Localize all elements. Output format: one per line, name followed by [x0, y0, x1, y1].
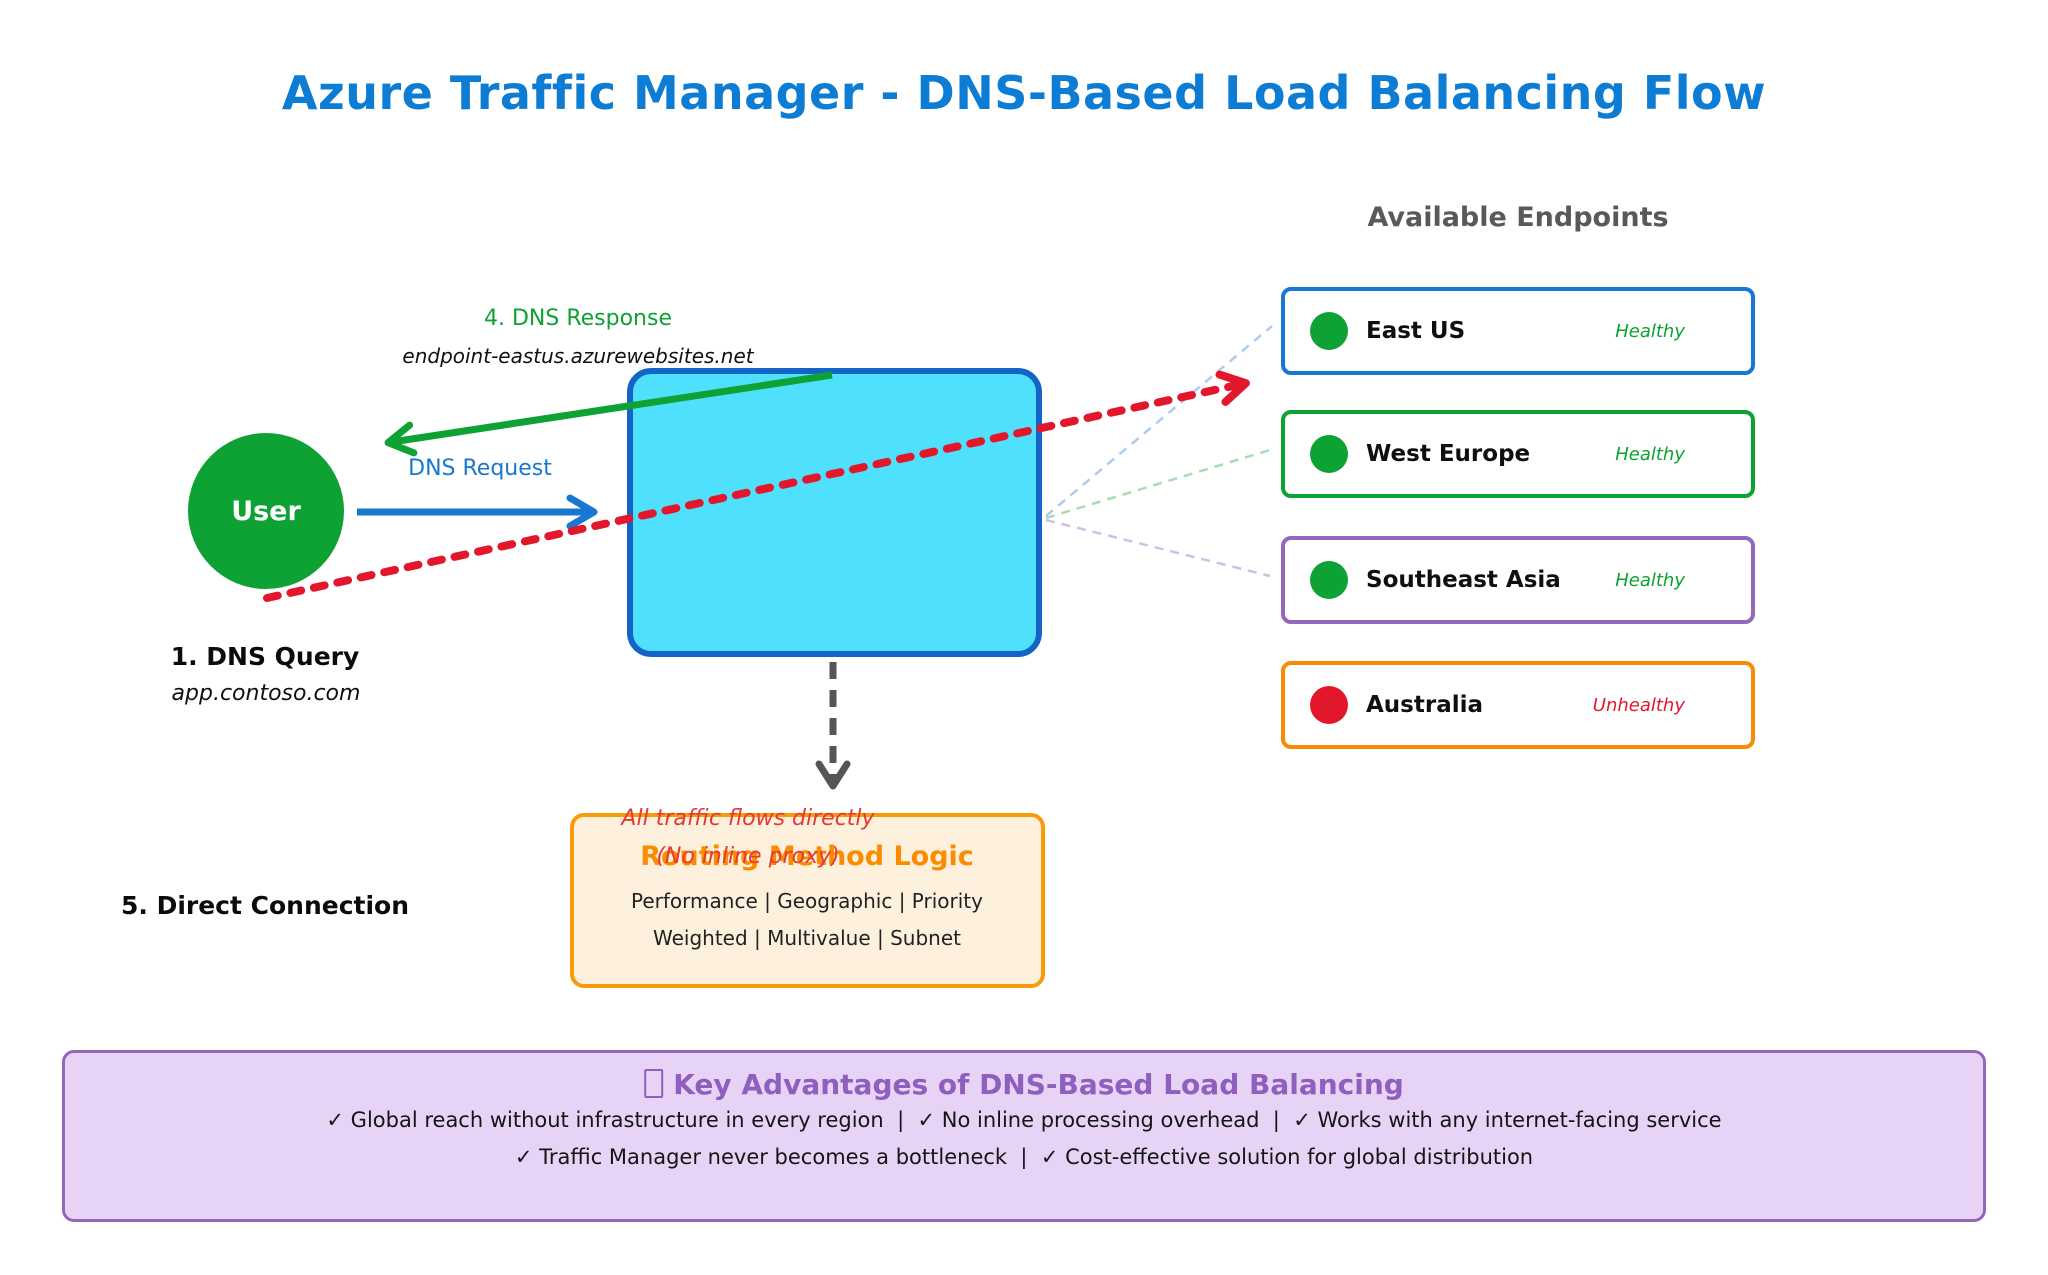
endpoint-status: Unhealthy [1592, 694, 1685, 716]
direct-traffic-note-line2: (No inline proxy) [656, 844, 840, 869]
advantages-title: Key Advantages of DNS-Based Load Balanci… [644, 1068, 1404, 1101]
routing-methods-line1: Performance | Geographic | Priority [631, 889, 983, 913]
dns-query-domain-label: app.contoso.com [171, 681, 361, 706]
endpoint-name: Australia [1366, 692, 1484, 718]
user-node: User [188, 433, 344, 589]
advantages-line1: ✓ Global reach without infrastructure in… [326, 1108, 1722, 1132]
endpoint-name: West Europe [1366, 441, 1531, 467]
dns-response-label: 4. DNS Response [484, 306, 672, 331]
endpoint-card-southeast-asia: Southeast Asia Healthy [1281, 536, 1755, 624]
endpoint-status: Healthy [1615, 320, 1685, 342]
direct-traffic-note-line1: All traffic flows directly [621, 806, 875, 831]
status-dot [1310, 561, 1348, 599]
tm-to-east-us-connector [1045, 325, 1273, 517]
missing-glyph-icon [644, 1069, 664, 1098]
routing-methods-line2: Weighted | Multivalue | Subnet [653, 926, 961, 950]
endpoint-status: Healthy [1615, 569, 1685, 591]
endpoints-heading: Available Endpoints [1367, 202, 1669, 233]
advantages-panel [62, 1050, 1986, 1222]
routing-method-node [570, 813, 1045, 988]
dns-request-label: DNS Request [408, 456, 552, 481]
endpoint-name: Southeast Asia [1366, 567, 1561, 593]
status-dot [1310, 686, 1348, 724]
page-title: Azure Traffic Manager - DNS-Based Load B… [281, 66, 1767, 120]
tm-to-west-europe-connector [1045, 448, 1271, 520]
dns-response-endpoint-label: endpoint-eastus.azurewebsites.net [402, 344, 754, 368]
status-dot [1310, 435, 1348, 473]
endpoint-name: East US [1366, 318, 1466, 344]
advantages-title-text: Key Advantages of DNS-Based Load Balanci… [673, 1068, 1404, 1101]
direct-connection-label: 5. Direct Connection [120, 891, 410, 920]
tm-to-southeast-asia-connector [1045, 518, 1271, 578]
advantages-line2: ✓ Traffic Manager never becomes a bottle… [514, 1145, 1534, 1169]
endpoint-card-east-us: East US Healthy [1281, 287, 1755, 375]
status-dot [1310, 312, 1348, 350]
dns-query-step-label: 1. DNS Query [170, 642, 360, 671]
routing-method-title: Routing Method Logic [640, 841, 974, 872]
endpoint-card-australia: Australia Unhealthy [1281, 661, 1755, 749]
endpoint-card-west-europe: West Europe Healthy [1281, 410, 1755, 498]
endpoint-status: Healthy [1615, 443, 1685, 465]
user-label: User [231, 495, 301, 527]
traffic-manager-node [627, 368, 1042, 657]
